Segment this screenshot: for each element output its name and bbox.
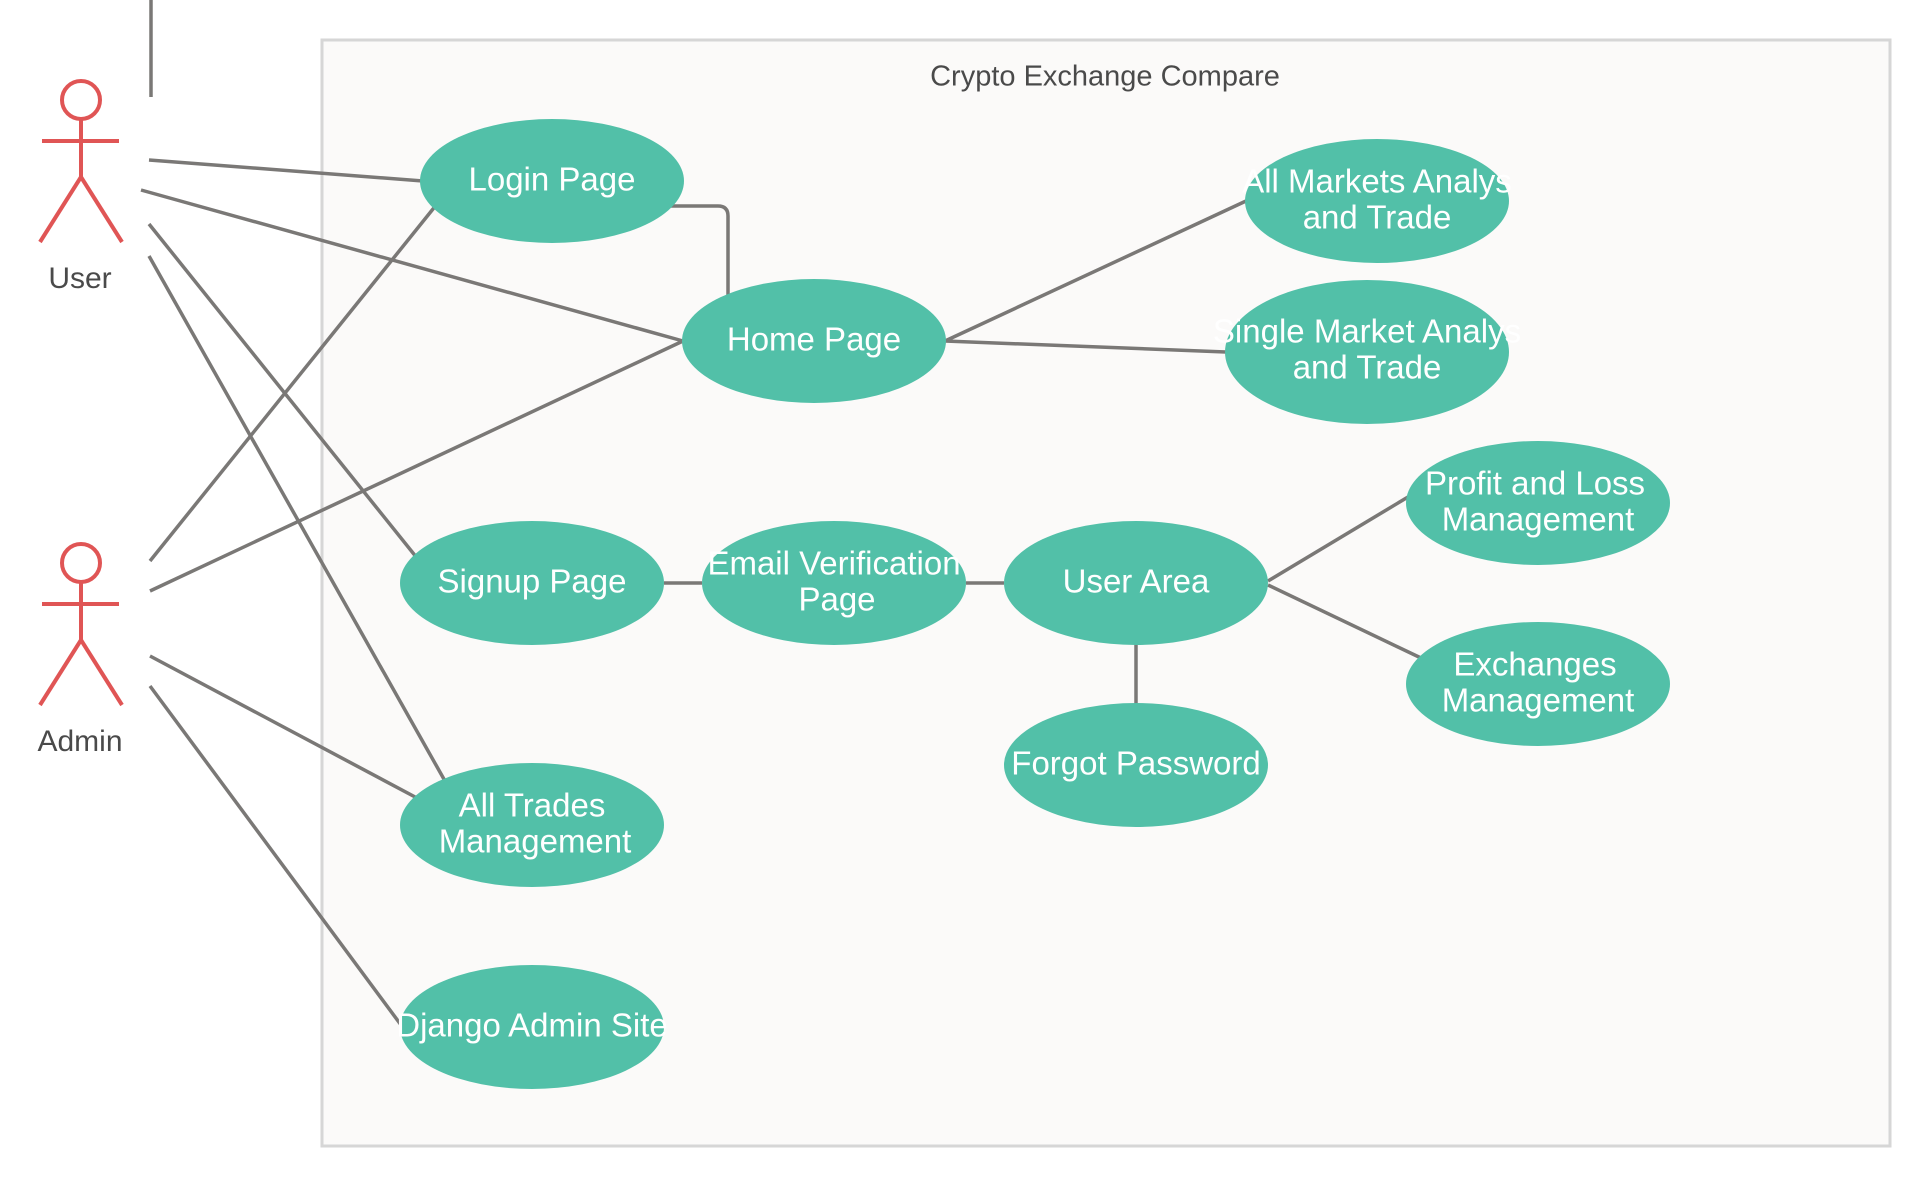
use-case-django-admin[interactable]: Django Admin Site — [396, 965, 668, 1089]
use-case-label-line-1: Email Verification — [707, 545, 960, 582]
assoc-user-area-profit-loss — [1267, 495, 1409, 583]
use-case-label-line-1: All Markets Analys — [1242, 163, 1512, 200]
use-case-all-trades[interactable]: All Trades Management — [400, 763, 664, 887]
use-case-user-area[interactable]: User Area — [1004, 521, 1268, 645]
assoc-home-all-markets — [944, 199, 1247, 343]
use-case-label-line-2: Page — [798, 581, 875, 618]
use-case-label-line-2: Management — [439, 823, 632, 860]
use-case-profit-loss[interactable]: Profit and Loss Management — [1406, 441, 1670, 565]
assoc-home-single-market — [944, 339, 1227, 354]
use-case-label: Login Page — [469, 161, 636, 198]
assoc-user-all-trades — [147, 255, 447, 782]
use-case-all-markets[interactable]: All Markets Analys and Trade — [1242, 139, 1512, 263]
assoc-admin-home — [149, 339, 684, 593]
use-case-label-line-2: Management — [1442, 682, 1635, 719]
assoc-login-home — [668, 204, 730, 298]
admin-stick-figure-icon — [38, 542, 124, 707]
use-case-label: Forgot Password — [1011, 745, 1260, 782]
use-case-label-line-1: Profit and Loss — [1425, 465, 1645, 502]
user-stick-figure-icon — [38, 79, 124, 244]
use-case-signup[interactable]: Signup Page — [400, 521, 664, 645]
use-case-forgot-password[interactable]: Forgot Password — [1004, 703, 1268, 827]
system-title: Crypto Exchange Compare — [930, 61, 1280, 93]
use-case-exchanges[interactable]: Exchanges Management — [1406, 622, 1670, 746]
actor-user[interactable]: User — [38, 79, 124, 295]
assoc-user-signup — [147, 222, 419, 560]
assoc-user-home — [140, 188, 684, 343]
use-case-label-line-1: All Trades — [459, 787, 606, 824]
assoc-admin-django — [148, 684, 406, 1031]
assoc-admin-all-trades — [149, 654, 418, 800]
assoc-user-area-exchanges — [1267, 583, 1422, 660]
use-case-single-market[interactable]: Single Market Analys and Trade — [1213, 280, 1521, 424]
use-case-label-line-1: Single Market Analys — [1213, 313, 1521, 350]
actor-label-admin: Admin — [37, 725, 122, 758]
use-case-login[interactable]: Login Page — [420, 119, 684, 243]
use-case-label-line-1: Exchanges — [1453, 646, 1616, 683]
connector-lines — [140, 158, 1422, 1031]
use-case-label: Django Admin Site — [396, 1007, 668, 1044]
assoc-user-login — [148, 158, 424, 183]
use-case-email-verification[interactable]: Email Verification Page — [702, 521, 966, 645]
use-case-label-line-2: Management — [1442, 501, 1635, 538]
use-case-label-line-2: and Trade — [1293, 349, 1442, 386]
actor-admin[interactable]: Admin — [37, 542, 124, 758]
use-case-home[interactable]: Home Page — [682, 279, 946, 403]
assoc-admin-login — [148, 202, 439, 563]
use-case-label: User Area — [1063, 563, 1210, 600]
use-case-label: Signup Page — [438, 563, 627, 600]
actor-label-user: User — [48, 262, 111, 295]
use-case-label: Home Page — [727, 321, 901, 358]
use-case-label-line-2: and Trade — [1303, 199, 1452, 236]
